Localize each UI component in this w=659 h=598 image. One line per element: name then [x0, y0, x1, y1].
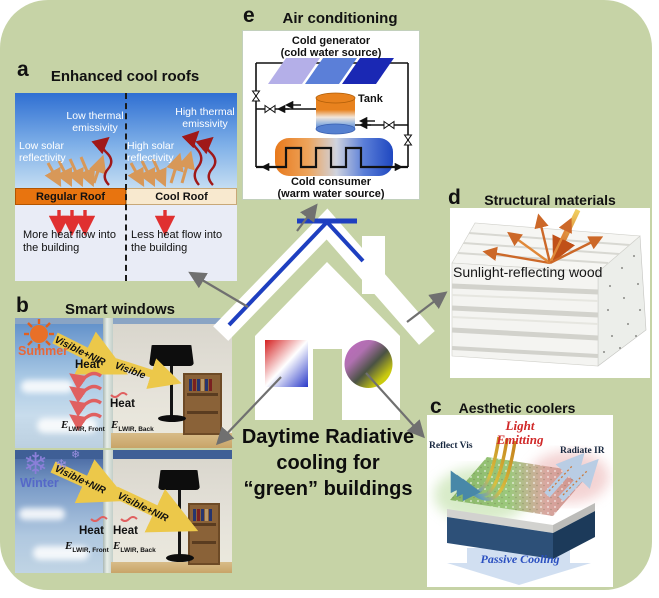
storage-tank: [315, 92, 356, 135]
valve-symbols: [251, 90, 413, 146]
cold-consumer-coil: [275, 138, 393, 176]
cloud: [21, 380, 73, 393]
snowflake-icon: ❄: [23, 450, 49, 481]
heat-front-label: Heat: [79, 525, 104, 537]
thermochromic-window: [265, 340, 308, 387]
panel-a-label: a: [17, 58, 29, 81]
substrate-right: [553, 503, 595, 533]
emissivity-back-label: ELWIR, Back: [111, 419, 154, 433]
visible-beam: [113, 358, 182, 389]
snowflake-icon: ❄: [55, 457, 68, 474]
cold-generator-caption: Cold generator (cold water source): [280, 35, 382, 59]
floor-lamp-base: [158, 415, 186, 422]
passive-cooling-label: Passive Cooling: [480, 552, 560, 566]
panel-a-title: Enhanced cool roofs: [50, 68, 200, 85]
cloud: [33, 546, 89, 560]
cool-roof-bar: Cool Roof: [126, 188, 237, 205]
aesthetic-coolers-illustration: Light Emitting Reflect Vis Radiate IR Pa…: [427, 415, 613, 587]
heat-inside-label: Heat: [110, 398, 135, 410]
air-conditioning-diagram: [242, 30, 420, 200]
heat-outside-label: Heat: [75, 359, 100, 371]
consumer-coil-line: [256, 146, 408, 169]
figure-main-title: Daytime Radiative cooling for “green” bu…: [241, 426, 415, 500]
aesthetic-cooler-scene: [434, 436, 609, 585]
right-solar-label: High solar reflectivity: [127, 140, 175, 164]
cold-generator-collectors: [268, 58, 394, 84]
summer-label: Summer: [18, 344, 69, 358]
house-icon: [213, 208, 435, 420]
door: [313, 349, 342, 420]
visible-nir-beam-inside: [112, 486, 199, 533]
sunlight-arrows: [482, 208, 604, 265]
colored-cooler-window: [344, 340, 393, 388]
wood-floor: [111, 433, 232, 448]
window-frame: [103, 450, 113, 573]
light-emitting-label: Light Emitting: [496, 418, 544, 447]
cold-consumer-caption: Cold consumer (warm water source): [277, 176, 385, 200]
wood-caption: Sunlight-reflecting wood: [453, 264, 603, 280]
small-heat-wave: [110, 392, 128, 398]
heat-wave-arrows: [69, 371, 102, 432]
small-heat-waves: [90, 516, 138, 522]
regular-roof-result: More heat flow into the building: [23, 229, 116, 254]
cool-roof-result: Less heat flow into the building: [131, 229, 223, 254]
panel-b-label: b: [16, 294, 29, 317]
front-face-stripes: [451, 283, 599, 358]
scene-top-band: [15, 450, 232, 459]
reflect-vis-label: Reflect Vis: [429, 441, 473, 451]
wood-floor: [111, 562, 232, 573]
thermal-emission-arrows: [91, 130, 217, 186]
floor-lamp-base: [166, 554, 194, 562]
emissivity-back-label: ELWIR, Back: [113, 540, 156, 554]
summer-scene-arrows: [24, 319, 182, 432]
base-block-front: [447, 517, 553, 559]
smart-window-summer-scene: Summer Visible+NIR Visible Heat Heat ELW…: [15, 318, 232, 448]
structural-materials-illustration: Sunlight-reflecting wood: [450, 208, 650, 378]
smart-window-winter-scene: ❄ ❄ ❄ Winter Visible+NIR Visible+NIR Hea…: [15, 450, 232, 573]
cool-roof-arrows: [44, 130, 217, 237]
window-frame: [103, 318, 113, 448]
right-face-dots: [603, 255, 641, 353]
heat-flow-arrows: [48, 210, 176, 237]
floor-lamp-pole: [170, 366, 173, 417]
reflect-vis-arrows: [450, 436, 517, 502]
heat-back-label: Heat: [113, 525, 138, 537]
solar-arrows: [44, 150, 195, 188]
divider-dashed-line: [125, 93, 127, 281]
cloud: [19, 508, 65, 520]
panel-c-title: Aesthetic coolers: [458, 400, 576, 416]
panel-d-label: d: [448, 186, 461, 209]
visible-nir-beam: [52, 331, 129, 375]
panel-c-label: c: [430, 395, 442, 418]
snowflake-icon: ❄: [71, 450, 81, 461]
emissivity-front-label: ELWIR, Front: [61, 419, 105, 433]
winter-scene-arrows: [50, 459, 199, 533]
left-solar-label: Low solar reflectivity: [19, 140, 66, 164]
scene-top-band: [15, 318, 232, 324]
floor-lamp-shade: [158, 470, 200, 490]
tank-label: Tank: [358, 93, 383, 105]
surface-texture: [450, 457, 590, 516]
panel-d-title: Structural materials: [484, 192, 616, 208]
emissivity-front-label: ELWIR, Front: [65, 540, 109, 554]
left-thermal-label: Low thermal emissivity: [66, 110, 124, 134]
ac-schematic: [251, 58, 413, 176]
visible-nir-beam-outside: [50, 459, 129, 504]
bookshelf: [183, 373, 222, 435]
substrate-front: [447, 509, 553, 533]
panel-e-title: Air conditioning: [282, 10, 398, 27]
panel-a-illustration: Regular Roof Cool Roof: [15, 93, 237, 281]
panel-e-label: e: [243, 4, 255, 27]
winter-label: Winter: [20, 476, 59, 490]
wood-block: [451, 208, 647, 367]
radiate-ir-arrows: [544, 452, 599, 502]
panel-b-title: Smart windows: [64, 301, 176, 318]
sun-icon: [24, 319, 54, 349]
base-block-right: [553, 511, 595, 559]
right-thermal-label: High thermal emissivity: [175, 106, 235, 130]
radiate-ir-label: Radiate IR: [560, 446, 605, 456]
